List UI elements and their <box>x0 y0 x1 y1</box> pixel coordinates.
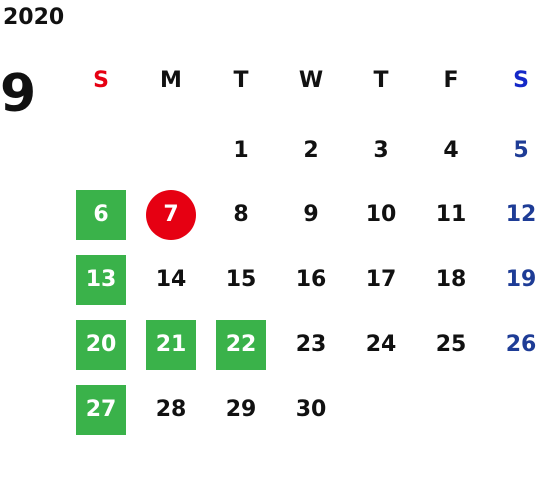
day-6[interactable]: 6 <box>76 190 126 240</box>
day-23[interactable]: 23 <box>295 332 327 357</box>
day-25[interactable]: 25 <box>435 332 467 357</box>
year-label: 2020 <box>3 5 65 30</box>
day-12[interactable]: 12 <box>505 202 537 227</box>
weekday-header-friday: F <box>443 68 459 93</box>
day-18[interactable]: 18 <box>435 267 467 292</box>
weekday-header-tuesday: T <box>233 68 249 93</box>
day-3[interactable]: 3 <box>373 138 389 163</box>
day-8[interactable]: 8 <box>233 202 249 227</box>
day-24[interactable]: 24 <box>365 332 397 357</box>
day-7[interactable]: 7 <box>146 190 196 240</box>
day-19[interactable]: 19 <box>505 267 537 292</box>
day-20[interactable]: 20 <box>76 320 126 370</box>
day-2[interactable]: 2 <box>303 138 319 163</box>
weekday-header-saturday: S <box>513 68 529 93</box>
day-1[interactable]: 1 <box>233 138 249 163</box>
day-4[interactable]: 4 <box>443 138 459 163</box>
day-22[interactable]: 22 <box>216 320 266 370</box>
day-5[interactable]: 5 <box>513 138 529 163</box>
day-17[interactable]: 17 <box>365 267 397 292</box>
day-28[interactable]: 28 <box>155 397 187 422</box>
weekday-header-thursday: T <box>373 68 389 93</box>
day-9[interactable]: 9 <box>303 202 319 227</box>
day-26[interactable]: 26 <box>505 332 537 357</box>
day-29[interactable]: 29 <box>225 397 257 422</box>
day-30[interactable]: 30 <box>295 397 327 422</box>
month-number: 9 <box>0 64 37 124</box>
day-13[interactable]: 13 <box>76 255 126 305</box>
day-21[interactable]: 21 <box>146 320 196 370</box>
day-10[interactable]: 10 <box>365 202 397 227</box>
day-11[interactable]: 11 <box>435 202 467 227</box>
day-14[interactable]: 14 <box>155 267 187 292</box>
day-15[interactable]: 15 <box>225 267 257 292</box>
weekday-header-monday: M <box>160 68 182 93</box>
day-27[interactable]: 27 <box>76 385 126 435</box>
weekday-header-wednesday: W <box>298 68 324 93</box>
day-16[interactable]: 16 <box>295 267 327 292</box>
weekday-header-sunday: S <box>93 68 109 93</box>
